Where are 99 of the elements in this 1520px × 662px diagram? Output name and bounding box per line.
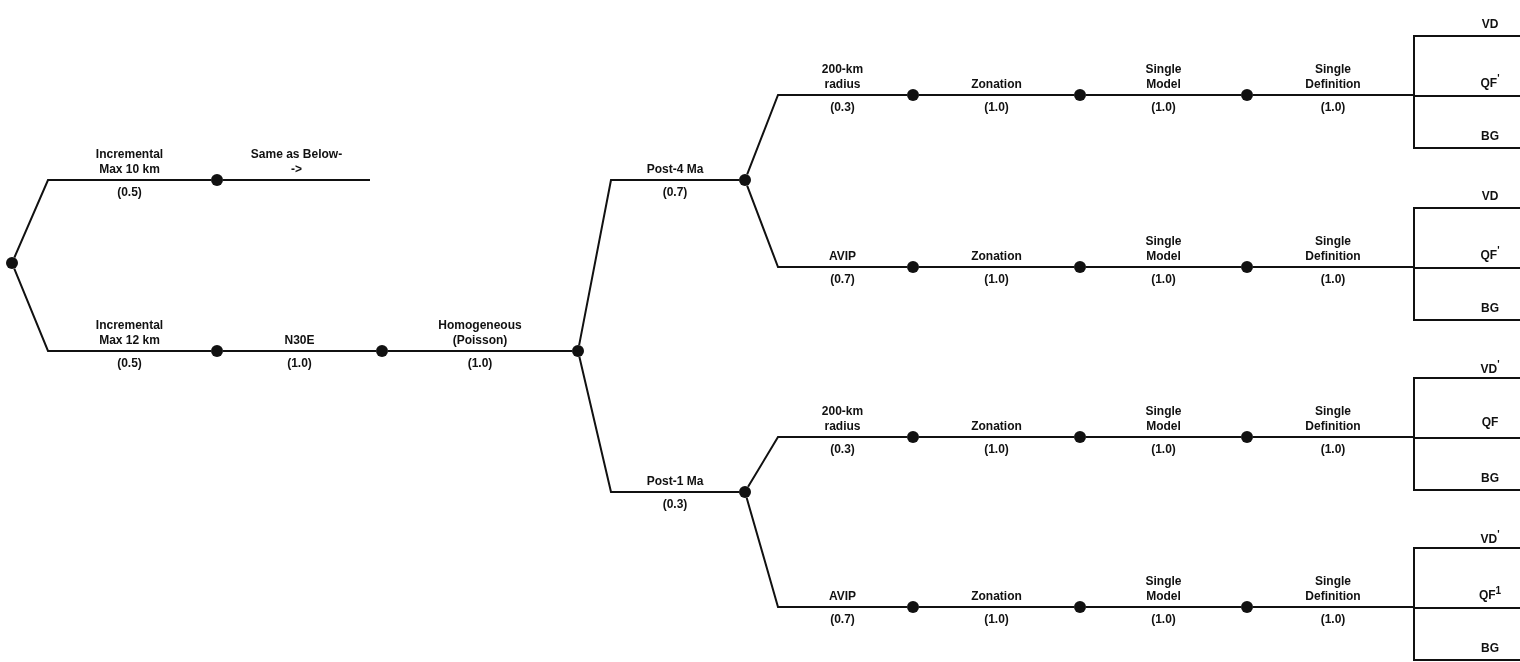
probability-label: (1.0): [984, 442, 1009, 456]
probability-label: (0.3): [662, 497, 688, 511]
branch-line: [387, 350, 573, 352]
probability-label: (1.0): [1151, 612, 1176, 626]
node-dot: [572, 345, 584, 357]
branch-label: Incremental Max 10 km: [94, 147, 165, 177]
branch-line: [918, 606, 1075, 608]
probability-label: (0.7): [830, 272, 855, 286]
branch-line: [746, 184, 908, 268]
node-dot: [211, 174, 223, 186]
branch-line: [918, 436, 1075, 438]
branch-line: [918, 94, 1075, 96]
branch-line: [13, 179, 212, 259]
branch-line: [1085, 266, 1242, 268]
branch-label: Zonation: [970, 589, 1023, 604]
outcome-label: BG: [1481, 129, 1499, 143]
probability-label: (0.5): [117, 185, 142, 199]
node-dot: [1074, 601, 1086, 613]
outcome-label: QF$^{'}$: [1480, 245, 1500, 262]
branch-line: [222, 350, 377, 352]
branch-line: [746, 94, 908, 176]
branch-label: N30E: [283, 333, 316, 348]
node-dot: [1241, 89, 1253, 101]
branch-label: Single Definition: [1304, 574, 1362, 604]
outcome-label: VD$^{'}$: [1480, 359, 1500, 376]
outcome-label: QF$^{1}$: [1478, 585, 1502, 602]
outcome-label: VD$^{'}$: [1480, 529, 1500, 546]
branch-line: [1252, 606, 1414, 608]
probability-label: (0.3): [830, 100, 855, 114]
branch-line: [1085, 94, 1242, 96]
node-dot: [376, 345, 388, 357]
branch-line: [578, 179, 740, 347]
node-dot: [1241, 601, 1253, 613]
outcome-label: BG: [1481, 301, 1499, 315]
probability-label: (1.0): [1320, 612, 1346, 626]
outcome-label: BG: [1481, 471, 1499, 485]
branch-label: Zonation: [970, 419, 1023, 434]
node-dot: [907, 431, 919, 443]
node-dot: [739, 486, 751, 498]
branch-line: [747, 436, 908, 488]
probability-label: (1.0): [1151, 100, 1176, 114]
outcome-label: QF$^{'}$: [1480, 73, 1500, 90]
branch-line: [1252, 436, 1414, 438]
probability-label: (1.0): [467, 356, 493, 370]
branch-label: Single Model: [1144, 404, 1183, 434]
node-dot: [907, 261, 919, 273]
probability-label: (1.0): [1320, 442, 1346, 456]
outcome-label: BG: [1481, 641, 1499, 655]
branch-line: [1085, 436, 1242, 438]
branch-line: [1252, 266, 1414, 268]
node-dot: [6, 257, 18, 269]
branch-line: [1085, 606, 1242, 608]
probability-label: (1.0): [1320, 272, 1346, 286]
branch-label: Single Model: [1144, 234, 1183, 264]
probability-label: (0.7): [662, 185, 688, 199]
outcome-label: VD: [1481, 17, 1499, 31]
branch-label: 200-km radius: [820, 404, 865, 434]
node-dot: [739, 174, 751, 186]
branch-label: Post-1 Ma: [645, 474, 705, 489]
node-dot: [1074, 431, 1086, 443]
probability-label: (1.0): [984, 612, 1009, 626]
node-dot: [1074, 261, 1086, 273]
branch-line: [745, 496, 908, 608]
outcome-label: VD: [1481, 189, 1499, 203]
probability-label: (1.0): [984, 100, 1009, 114]
branch-line: [13, 267, 212, 352]
branch-line: [1252, 94, 1414, 96]
branch-label: Single Definition: [1304, 404, 1362, 434]
branch-label: AVIP: [827, 589, 858, 604]
probability-label: (0.5): [117, 356, 142, 370]
branch-label: Single Model: [1144, 574, 1183, 604]
branch-label: Single Definition: [1304, 62, 1362, 92]
node-dot: [907, 89, 919, 101]
branch-line: [222, 179, 371, 181]
branch-label: Post-4 Ma: [645, 162, 705, 177]
branch-label: AVIP: [827, 249, 858, 264]
branch-label: Homogeneous (Poisson): [437, 318, 523, 348]
probability-label: (1.0): [1151, 442, 1176, 456]
branch-line: [578, 355, 740, 493]
node-dot: [211, 345, 223, 357]
branch-label: Incremental Max 12 km: [94, 318, 165, 348]
branch-label: Single Definition: [1304, 234, 1362, 264]
branch-label: Zonation: [970, 77, 1023, 92]
node-dot: [1241, 431, 1253, 443]
probability-label: (0.3): [830, 442, 855, 456]
probability-label: (0.7): [830, 612, 855, 626]
probability-label: (1.0): [1320, 100, 1346, 114]
branch-label: Same as Below-->: [250, 147, 343, 177]
branch-line: [918, 266, 1075, 268]
node-dot: [907, 601, 919, 613]
probability-label: (1.0): [984, 272, 1009, 286]
branch-label: Zonation: [970, 249, 1023, 264]
branch-label: Single Model: [1144, 62, 1183, 92]
node-dot: [1241, 261, 1253, 273]
probability-label: (1.0): [287, 356, 312, 370]
node-dot: [1074, 89, 1086, 101]
probability-label: (1.0): [1151, 272, 1176, 286]
outcome-label: QF: [1481, 415, 1499, 429]
branch-label: 200-km radius: [820, 62, 865, 92]
